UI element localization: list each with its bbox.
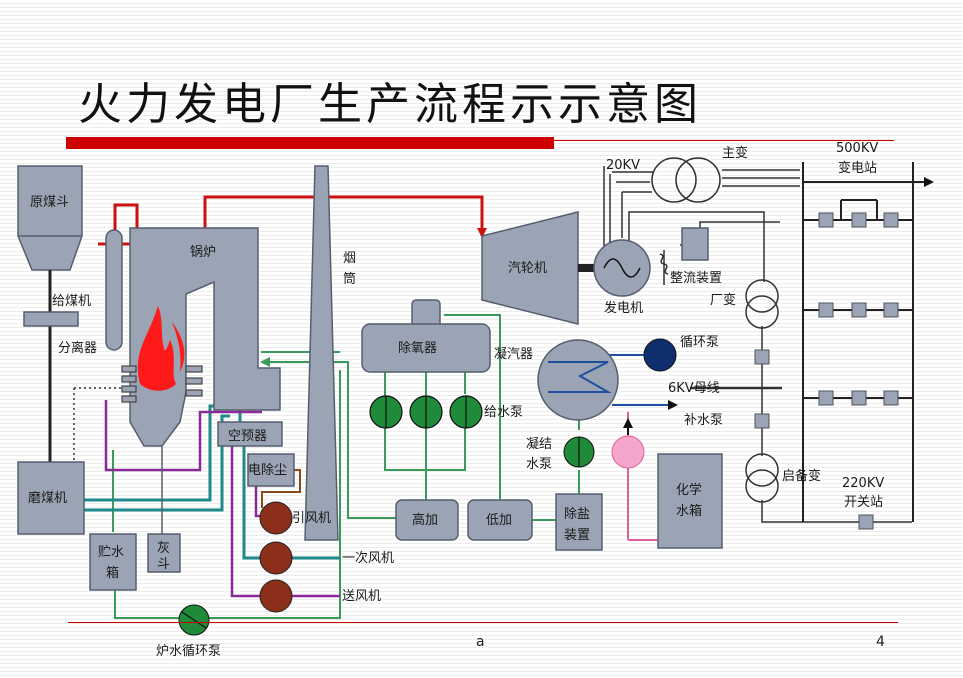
label-primary-fan: 一次风机 bbox=[342, 550, 394, 566]
title-red-bar bbox=[66, 137, 554, 149]
boiler bbox=[121, 227, 281, 540]
water-tank bbox=[89, 533, 137, 591]
page-number: 4 bbox=[876, 634, 885, 650]
breakers bbox=[754, 212, 899, 530]
label-substation: 变电站 bbox=[838, 160, 877, 176]
label-cond-pump-1: 凝结 bbox=[526, 436, 552, 452]
label-raw-coal-hopper: 原煤斗 bbox=[30, 195, 69, 210]
esp bbox=[247, 453, 295, 487]
id-fan-duct bbox=[261, 469, 301, 508]
label-desalt-1: 除盐 bbox=[564, 507, 590, 522]
ash-hopper bbox=[147, 533, 181, 573]
circulation-pump bbox=[643, 338, 677, 372]
title-underline bbox=[554, 140, 894, 141]
coal-system bbox=[17, 165, 85, 535]
label-bus-6kv: 6KV母线 bbox=[668, 381, 720, 396]
label-rectifier: 整流装置 bbox=[670, 271, 722, 286]
feed-pumps bbox=[369, 395, 483, 429]
chemical-water-tank bbox=[657, 453, 723, 549]
deaerator bbox=[361, 299, 491, 373]
label-deaerator: 除氧器 bbox=[398, 341, 437, 356]
label-chem-tank-2: 水箱 bbox=[676, 503, 702, 519]
separator bbox=[105, 229, 123, 351]
label-station-transformer: 厂变 bbox=[710, 292, 736, 308]
label-fd-fan: 送风机 bbox=[342, 589, 381, 604]
standby-transformer bbox=[745, 453, 779, 503]
turbine bbox=[481, 211, 579, 325]
station-transformer bbox=[745, 279, 779, 329]
coal-mill bbox=[17, 461, 85, 535]
label-boiler-circ-pump: 炉水循环泵 bbox=[156, 644, 221, 659]
label-lp-heater: 低加 bbox=[486, 513, 512, 528]
label-condenser: 凝汽器 bbox=[494, 346, 533, 362]
label-feed-pump: 给水泵 bbox=[484, 405, 523, 420]
raw-coal-hopper bbox=[17, 165, 83, 271]
label-desalt-2: 装置 bbox=[564, 528, 590, 543]
air-preheater bbox=[217, 421, 283, 447]
label-boiler: 锅炉 bbox=[190, 244, 216, 260]
label-water-tank-1: 贮水 bbox=[98, 545, 124, 560]
label-standby-transformer: 启备变 bbox=[782, 468, 821, 484]
label-chimney-2: 筒 bbox=[343, 271, 356, 287]
page-title: 火力发电厂生产流程示示意图 bbox=[78, 79, 702, 130]
label-cond-pump-2: 水泵 bbox=[526, 457, 552, 472]
footer-line bbox=[68, 622, 898, 623]
label-coal-mill: 磨煤机 bbox=[28, 491, 67, 506]
condenser bbox=[537, 339, 619, 421]
label-esp: 电除尘 bbox=[248, 463, 287, 478]
label-chem-tank-1: 化学 bbox=[676, 482, 702, 498]
chimney bbox=[304, 165, 339, 541]
label-turbine: 汽轮机 bbox=[508, 261, 547, 276]
label-coal-feeder: 给煤机 bbox=[52, 294, 91, 309]
label-hp-heater: 高加 bbox=[412, 512, 438, 528]
rectifier bbox=[659, 227, 709, 275]
flame bbox=[137, 306, 176, 391]
label-switch-station: 开关站 bbox=[844, 495, 883, 510]
label-makeup-pump: 补水泵 bbox=[684, 413, 723, 428]
generator bbox=[593, 239, 651, 297]
label-id-fan: 引风机 bbox=[292, 511, 331, 526]
label-air-preheater: 空预器 bbox=[228, 429, 267, 444]
makeup-pump bbox=[611, 435, 645, 469]
label-main-transformer: 主变 bbox=[722, 145, 748, 161]
condensate-pump bbox=[563, 436, 595, 468]
air-lines bbox=[84, 404, 340, 560]
label-kv20: 20KV bbox=[606, 158, 640, 173]
lp-heater bbox=[467, 499, 533, 541]
label-water-tank-2: 箱 bbox=[106, 565, 119, 581]
label-ash-2: 斗 bbox=[157, 557, 170, 572]
label-circ-pump: 循环泵 bbox=[680, 335, 719, 350]
coal-feeder bbox=[23, 311, 79, 327]
label-kv220: 220KV bbox=[842, 476, 884, 491]
label-chimney-1: 烟 bbox=[343, 251, 356, 266]
footer-center-text: a bbox=[476, 634, 485, 650]
fans bbox=[259, 501, 293, 613]
boiler-circulation-pump bbox=[178, 604, 210, 636]
hp-heater bbox=[395, 499, 459, 541]
main-transformer bbox=[651, 157, 721, 203]
label-generator: 发电机 bbox=[604, 300, 643, 316]
desalination-unit bbox=[555, 493, 603, 551]
label-separator: 分离器 bbox=[58, 340, 97, 356]
label-kv500: 500KV bbox=[836, 141, 878, 156]
label-ash-1: 灰 bbox=[157, 541, 170, 556]
